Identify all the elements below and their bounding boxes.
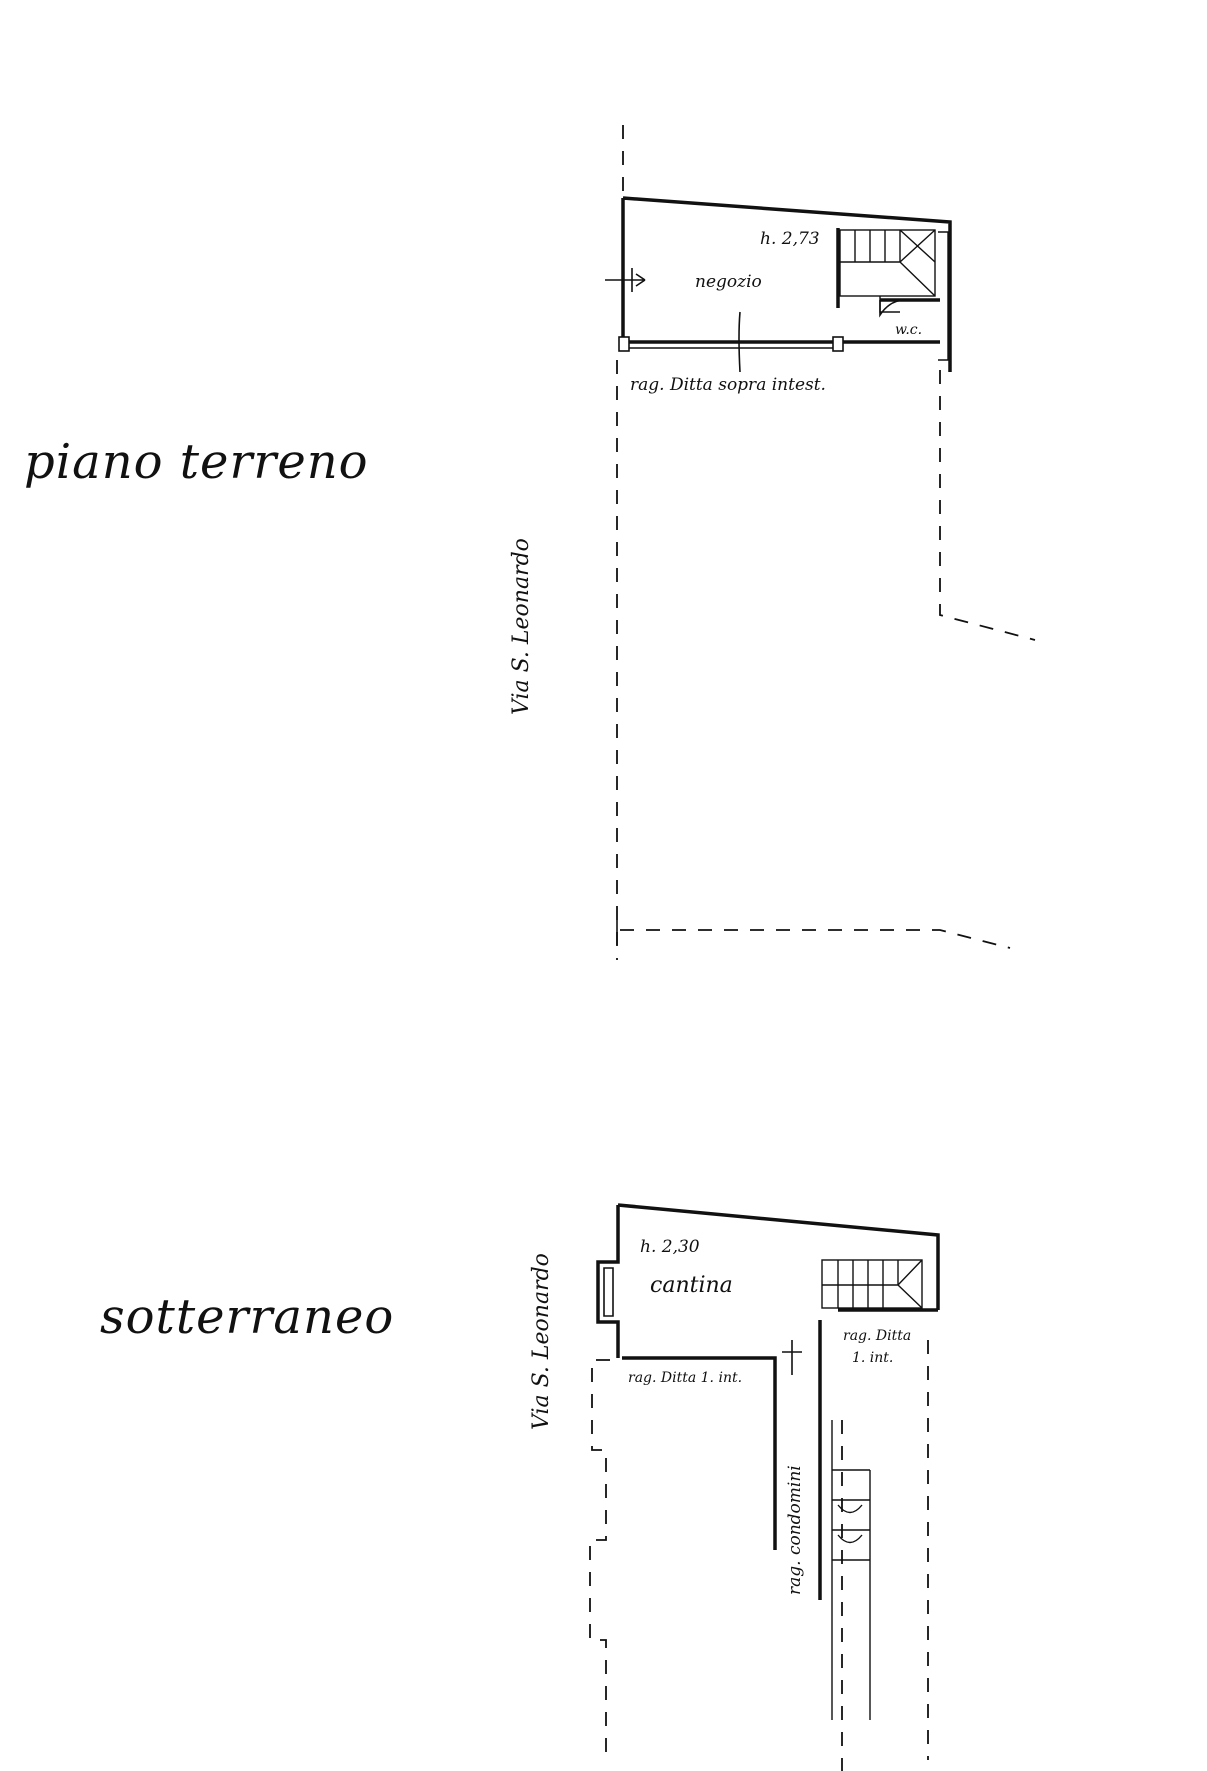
basement-dashed-left bbox=[589, 1359, 610, 1760]
ground-floor-plan: piano terreno Via S. Leonardo negozio bbox=[24, 125, 1036, 960]
basement-owner-note-right-1: rag. Ditta bbox=[843, 1328, 911, 1344]
ground-floor-title: piano terreno bbox=[24, 434, 369, 490]
basement-street-label: Via S. Leonardo bbox=[529, 1253, 554, 1430]
basement-owner-note-right-2: 1. int. bbox=[852, 1350, 893, 1366]
ground-outer-walls bbox=[621, 196, 952, 372]
basement-owner-note-left: rag. Ditta 1. int. bbox=[628, 1370, 742, 1386]
basement-left-niche bbox=[603, 1267, 614, 1317]
basement-left-wall bbox=[596, 1205, 620, 1358]
ground-entrance-arrow-icon bbox=[605, 268, 646, 292]
basement-staircase bbox=[821, 1259, 923, 1309]
ground-height-label: h. 2,73 bbox=[760, 229, 820, 249]
basement-height-label: h. 2,30 bbox=[640, 1237, 700, 1257]
ground-section-line bbox=[738, 311, 741, 373]
basement-cellar-label: cantina bbox=[650, 1273, 733, 1298]
ground-dashed-boundary-bottom bbox=[620, 929, 1011, 949]
basement-title: sotterraneo bbox=[100, 1289, 394, 1345]
ground-pillar-left bbox=[618, 336, 630, 352]
ground-shop-label: negozio bbox=[695, 272, 762, 292]
ground-pillar-right bbox=[832, 336, 844, 352]
basement-arrow-icon bbox=[782, 1340, 802, 1375]
basement-plan: sotterraneo Via S. Leonardo h. 2,30 cant… bbox=[100, 1203, 940, 1771]
ground-dashed-boundary-right bbox=[939, 370, 1036, 641]
ground-wc-door bbox=[879, 299, 906, 318]
ground-street-label: Via S. Leonardo bbox=[509, 538, 534, 715]
basement-condo-label: rag. condomini bbox=[785, 1465, 805, 1595]
ground-owner-note: rag. Ditta sopra intest. bbox=[630, 375, 826, 395]
basement-cellar-bottom-wall bbox=[622, 1356, 777, 1550]
basement-lower-staircase bbox=[831, 1420, 871, 1720]
ground-wc-label: w.c. bbox=[895, 322, 922, 338]
basement-top-wall bbox=[617, 1203, 940, 1310]
ground-staircase bbox=[839, 229, 949, 361]
